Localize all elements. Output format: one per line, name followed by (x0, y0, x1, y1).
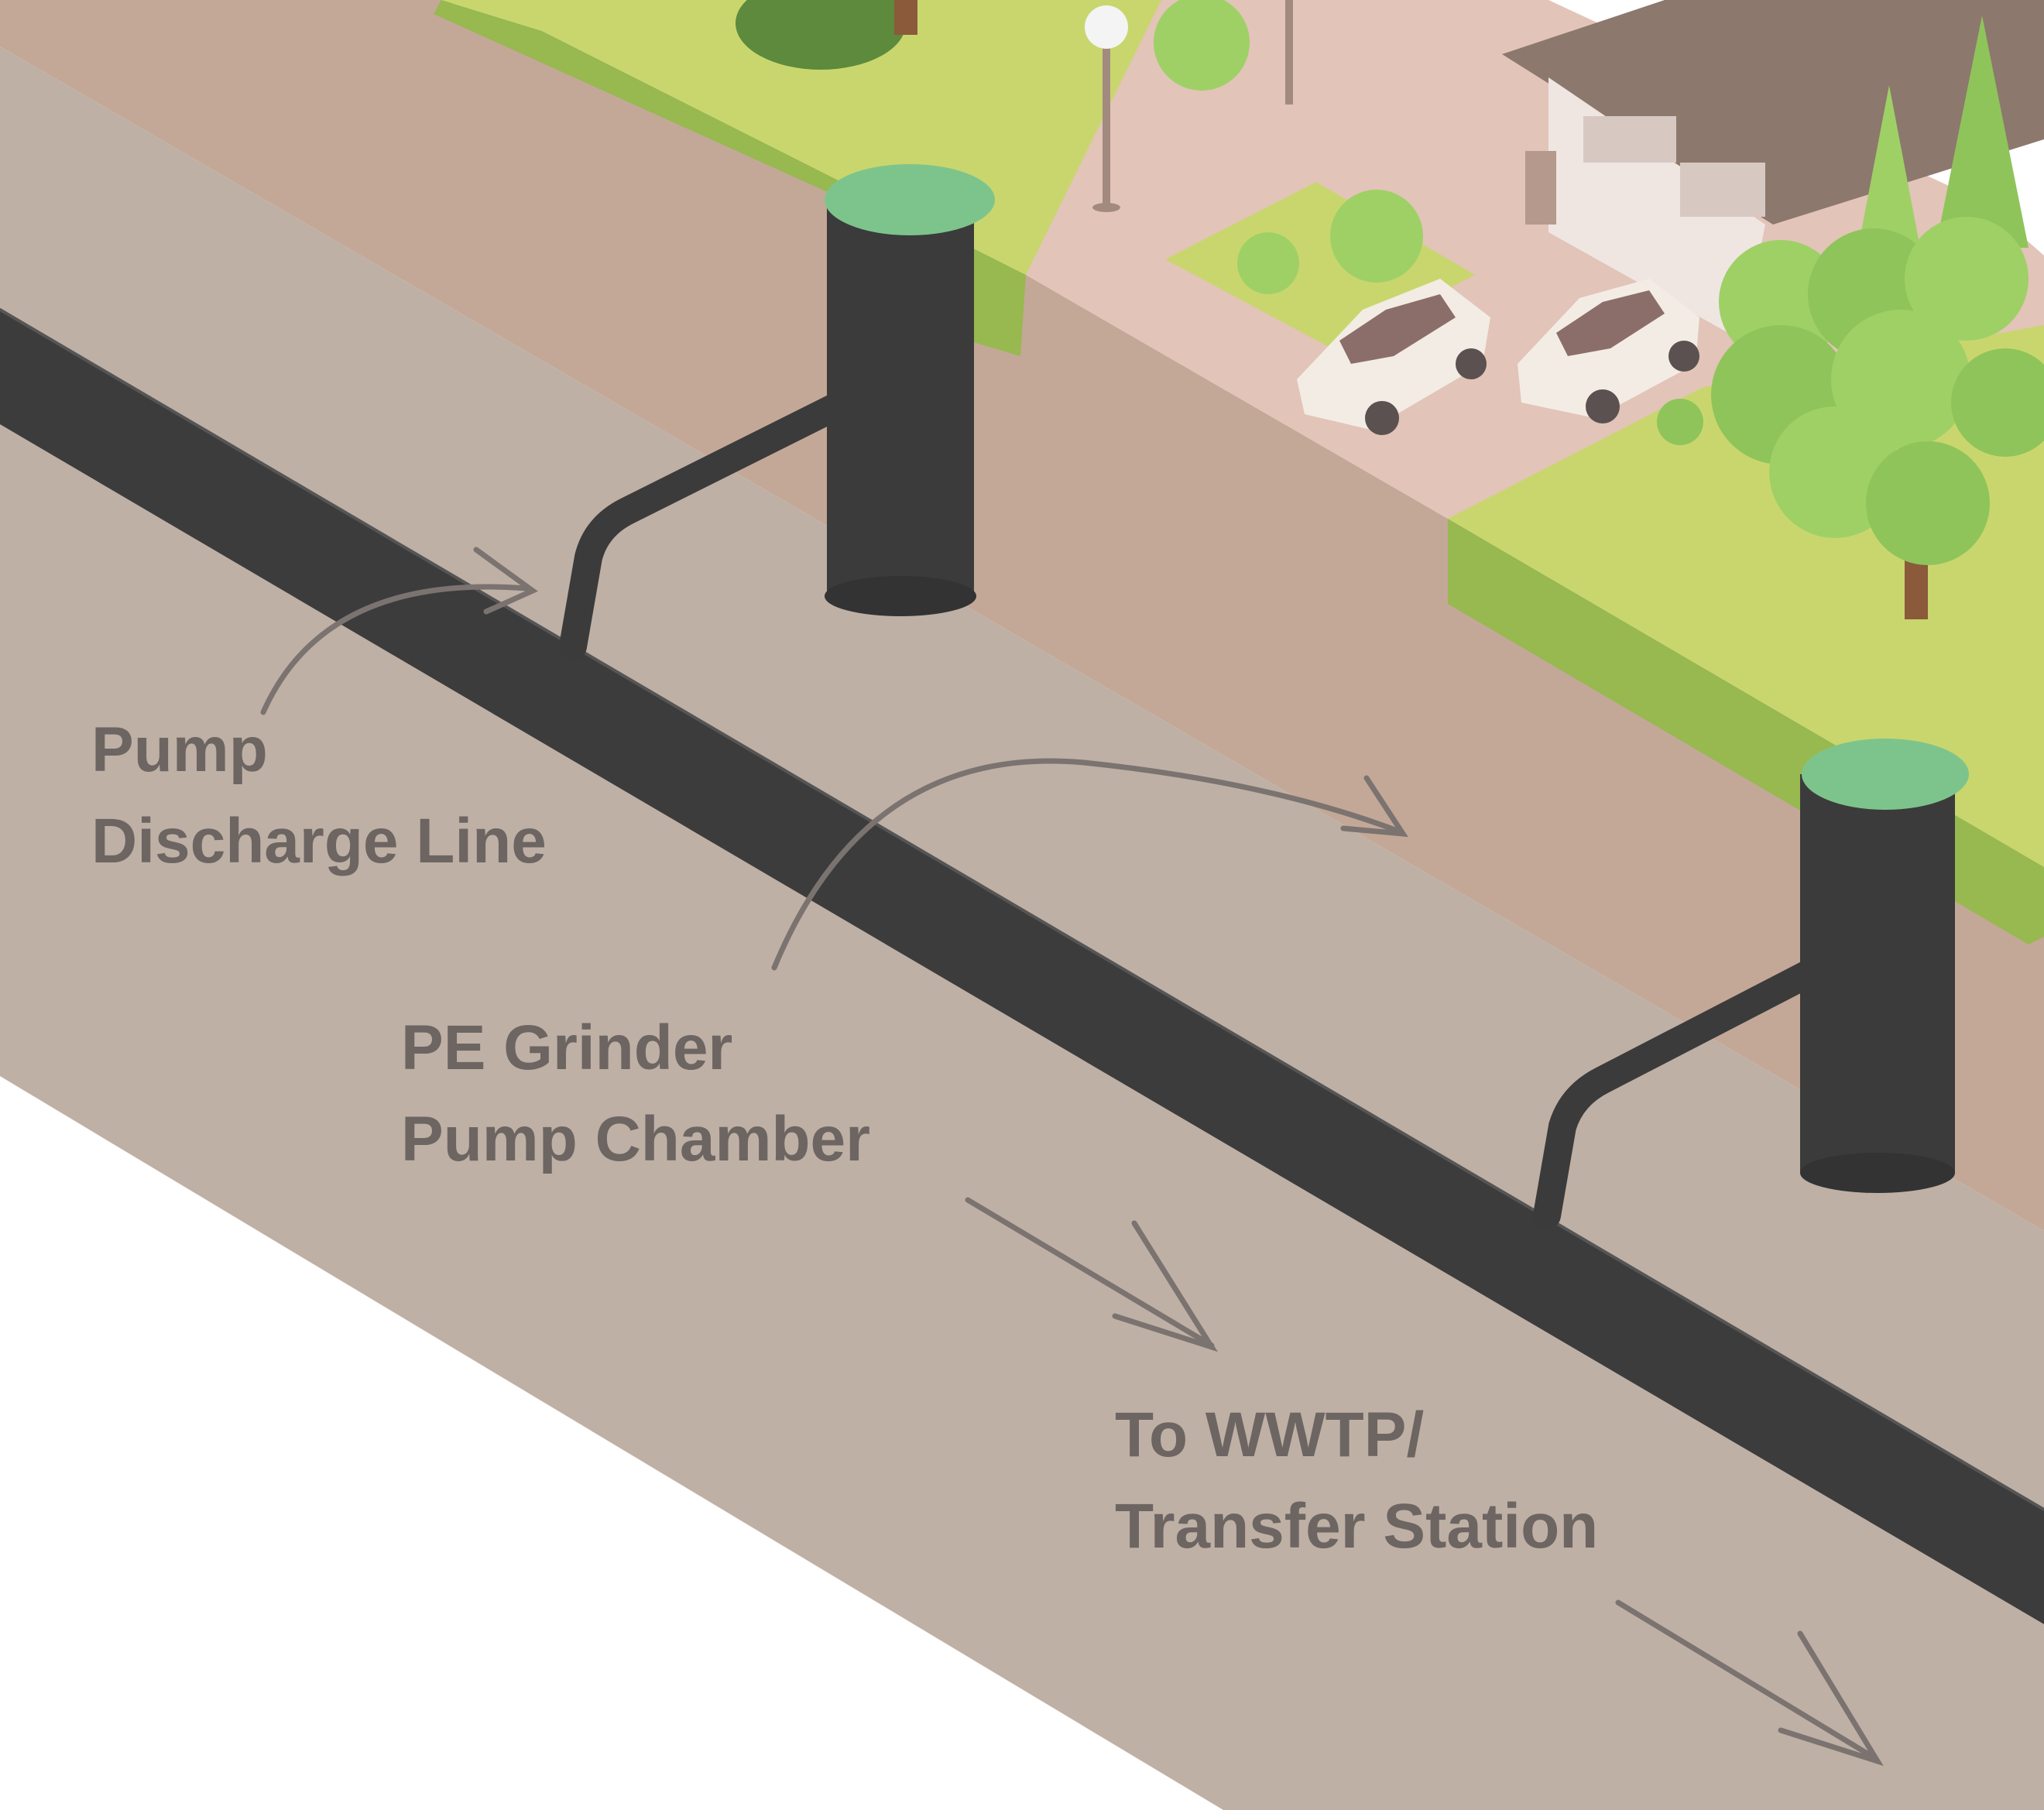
grass-lawn-left (441, 0, 1192, 275)
grass-lawn-left-edge (434, 0, 1026, 356)
chamber-1-base (825, 576, 976, 616)
grinder-pump-chamber-2 (1533, 739, 1969, 1229)
label-line: PE Grinder (401, 1013, 733, 1083)
car-icon (1297, 279, 1490, 435)
flow-arrow-icon (473, 547, 538, 615)
chamber-2-lid (1802, 739, 1969, 810)
label-line: To WWTP/ (1115, 1400, 1425, 1470)
main-pipe (0, 308, 2044, 1624)
flow-arrow-icon (260, 584, 530, 715)
flow-arrow-icon (1778, 1630, 1884, 1767)
label-line: Discharge Line (91, 806, 547, 876)
chamber-1-body (827, 194, 974, 596)
lamp-post-icon (1085, 5, 1128, 212)
chamber-2-base (1800, 1153, 1955, 1193)
label-pe-grinder-pump-chamber: PE Grinder Pump Chamber (401, 1003, 870, 1185)
label-line: Pump Chamber (401, 1104, 870, 1174)
label-line: Transfer Station (1115, 1491, 1599, 1561)
flow-arrows (260, 547, 1884, 1767)
discharge-pipe-2 (1533, 950, 1841, 1229)
tree-icon (1657, 15, 2044, 619)
lamp-post-icon (1285, 0, 1293, 105)
grinder-pump-chamber-1 (559, 164, 995, 660)
house-icon (1502, 0, 2044, 341)
tree-icon (736, 0, 917, 70)
flow-arrow-icon (771, 758, 1404, 971)
discharge-pipe-1 (559, 385, 866, 660)
label-line: Pump (91, 715, 268, 785)
flow-arrow-icon (1340, 775, 1408, 838)
soil-top-surface (0, 0, 2044, 1231)
chamber-2-body-shape (1800, 774, 1955, 1173)
label-to-wwtp-transfer-station: To WWTP/ Transfer Station (1115, 1390, 1598, 1572)
main-pipe-highlight (0, 308, 2044, 1511)
car-icon (1518, 279, 1699, 423)
label-pump-discharge-line: Pump Discharge Line (91, 704, 547, 887)
flow-arrow-icon (1615, 1599, 1877, 1760)
tree-icon (1237, 190, 1423, 294)
flow-arrow-icon (1112, 1220, 1219, 1352)
chamber-1-lid (825, 164, 995, 235)
tree-icon (1154, 0, 1250, 91)
flow-arrow-icon (965, 1197, 1215, 1349)
